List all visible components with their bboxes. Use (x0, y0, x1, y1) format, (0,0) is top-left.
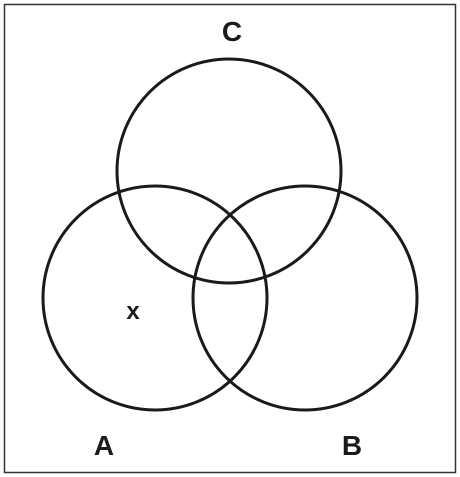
circle-c (115, 57, 343, 285)
diagram-frame (3, 3, 457, 474)
set-label-a: A (94, 430, 114, 461)
circle-b (191, 184, 419, 412)
set-label-b: B (342, 430, 362, 461)
region-mark-x: x (126, 298, 140, 325)
circle-a (41, 184, 269, 412)
set-label-c: C (222, 16, 242, 47)
